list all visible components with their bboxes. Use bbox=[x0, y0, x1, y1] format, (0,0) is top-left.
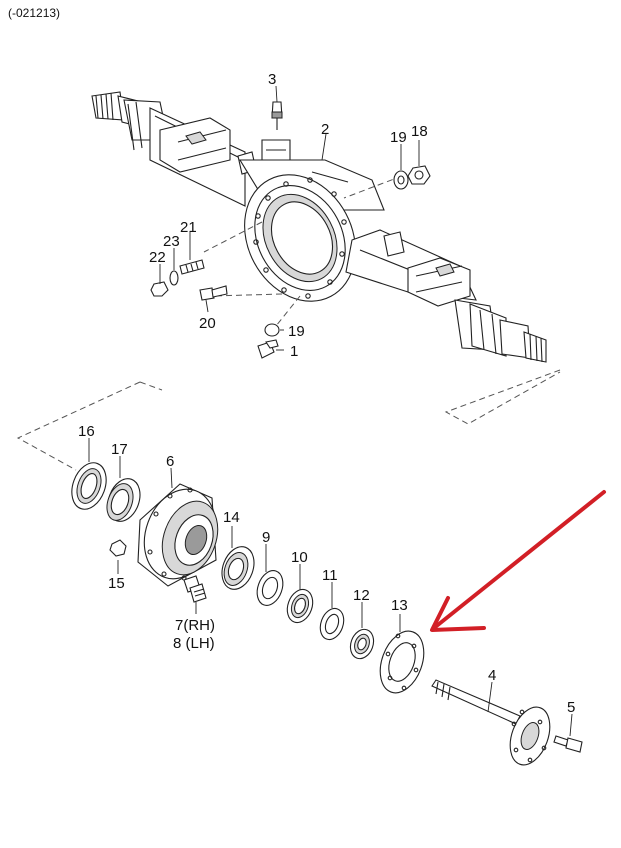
part-12-nut bbox=[349, 628, 375, 660]
label-19-bottom: 19 bbox=[288, 323, 305, 340]
part-10-lock-nut bbox=[286, 588, 314, 624]
label-22: 22 bbox=[149, 249, 166, 266]
assembly-lines bbox=[16, 175, 561, 471]
label-3: 3 bbox=[268, 71, 276, 88]
part-3-breather bbox=[271, 101, 283, 130]
part-19-washer-bottom bbox=[264, 323, 280, 337]
part-9-washer bbox=[256, 570, 284, 606]
part-16-oil-seal bbox=[71, 462, 107, 510]
label-9: 9 bbox=[262, 529, 270, 546]
axle-housing bbox=[91, 91, 547, 363]
part-21-stud bbox=[179, 259, 205, 275]
part-11-lock-washer bbox=[319, 607, 345, 641]
part-15-nut bbox=[109, 539, 127, 557]
label-16: 16 bbox=[78, 423, 95, 440]
part-14-bearing bbox=[221, 546, 255, 590]
part-23-washer bbox=[169, 270, 179, 286]
label-6: 6 bbox=[166, 453, 174, 470]
part-5-bolt bbox=[553, 735, 583, 753]
label-8-lh: 8 (LH) bbox=[173, 635, 215, 652]
label-13: 13 bbox=[391, 597, 408, 614]
red-arrow-icon bbox=[430, 490, 606, 632]
label-19-top: 19 bbox=[390, 129, 407, 146]
part-20-bolt bbox=[199, 285, 228, 301]
label-21: 21 bbox=[180, 219, 197, 236]
part-4-axle-shaft bbox=[431, 679, 551, 766]
leader-lines bbox=[88, 85, 573, 737]
label-18: 18 bbox=[411, 123, 428, 140]
label-1: 1 bbox=[290, 343, 298, 360]
label-5: 5 bbox=[567, 699, 575, 716]
part-18-nut bbox=[407, 165, 431, 185]
label-2: 2 bbox=[321, 121, 329, 138]
part-13-gasket bbox=[379, 630, 425, 694]
label-17: 17 bbox=[111, 441, 128, 458]
label-4: 4 bbox=[488, 667, 496, 684]
label-12: 12 bbox=[353, 587, 370, 604]
part-19-washer-top bbox=[393, 170, 409, 190]
part-6-hub bbox=[137, 483, 219, 587]
diagram-code: (-021213) bbox=[8, 6, 61, 20]
part-17-bearing bbox=[106, 478, 141, 522]
label-11: 11 bbox=[322, 567, 338, 584]
label-15: 15 bbox=[108, 575, 125, 592]
label-20: 20 bbox=[199, 315, 216, 332]
label-23: 23 bbox=[163, 233, 180, 250]
label-7-rh: 7(RH) bbox=[175, 617, 215, 634]
label-14: 14 bbox=[223, 509, 240, 526]
part-1-plug bbox=[257, 339, 279, 359]
label-10: 10 bbox=[291, 549, 308, 566]
part-labels: 3 2 19 18 21 23 22 20 19 1 16 17 6 14 9 … bbox=[78, 71, 575, 716]
part-7-8-hub-bolt bbox=[183, 575, 207, 603]
part-22-nut bbox=[150, 281, 169, 297]
